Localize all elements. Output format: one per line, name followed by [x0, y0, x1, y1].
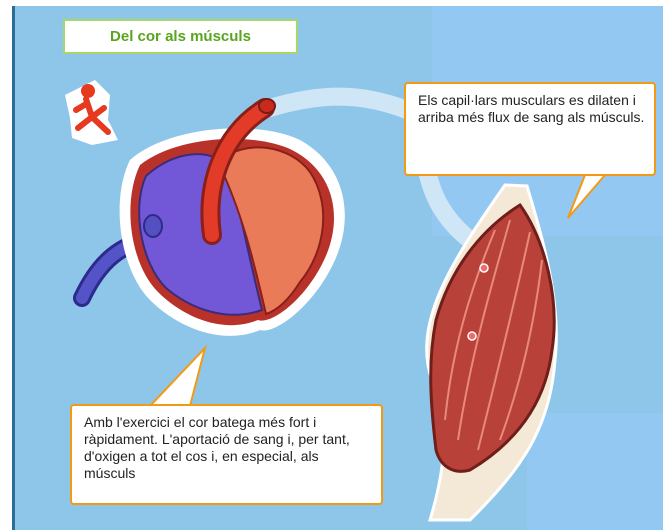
- heart-illustration: [82, 99, 345, 336]
- muscle-illustration: [427, 185, 557, 520]
- callout-tail-bottom: [150, 348, 205, 406]
- callout-muscle-text: Els capil·lars musculars es dilaten i ar…: [418, 92, 646, 126]
- callout-heart: Amb l'exercici el cor batega més fort i …: [70, 404, 383, 505]
- callout-tail-top: [568, 175, 605, 218]
- page-title: Del cor als músculs: [65, 28, 296, 45]
- title-banner: Del cor als músculs: [63, 19, 298, 54]
- callout-heart-text: Amb l'exercici el cor batega més fort i …: [84, 414, 371, 482]
- callout-muscle: Els capil·lars musculars es dilaten i ar…: [404, 82, 656, 176]
- running-figure-icon: [65, 80, 118, 145]
